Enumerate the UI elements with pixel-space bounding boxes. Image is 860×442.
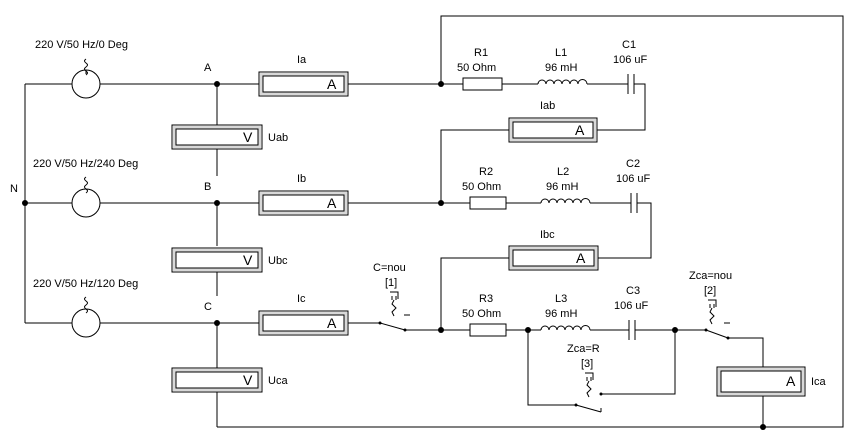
meter-label: Ubc bbox=[268, 255, 288, 267]
component-name: C1 bbox=[622, 39, 636, 51]
switch-zca-nou[interactable]: Zca=nou [2] bbox=[689, 270, 732, 340]
resistor-r1[interactable]: R1 50 Ohm bbox=[457, 47, 503, 91]
meter-unit: A bbox=[327, 76, 337, 92]
junction-l3-in bbox=[525, 327, 531, 333]
meter-unit: V bbox=[243, 252, 253, 268]
capacitor-c1[interactable]: C1 106 uF bbox=[613, 39, 648, 94]
junction-node-n bbox=[22, 200, 28, 206]
voltmeter-ubc[interactable]: V Ubc bbox=[171, 247, 288, 273]
meter-label: Uab bbox=[268, 132, 288, 144]
node-label-n: N bbox=[10, 183, 18, 195]
component-value: 50 Ohm bbox=[457, 62, 496, 74]
source-label-a: 220 V/50 Hz/0 Deg bbox=[35, 39, 128, 51]
source-label-c: 220 V/50 Hz/120 Deg bbox=[33, 278, 138, 290]
switch-zca-r[interactable]: Zca=R [3] bbox=[567, 343, 603, 413]
junction-ica-out bbox=[760, 424, 766, 430]
junction-node-b bbox=[214, 200, 220, 206]
ac-voltage-source-icon bbox=[71, 69, 101, 99]
component-name: L3 bbox=[555, 293, 567, 305]
component-value: 106 uF bbox=[614, 300, 649, 312]
meter-label: Ib bbox=[297, 173, 306, 185]
junction-c3-out bbox=[672, 327, 678, 333]
meter-unit: V bbox=[243, 372, 253, 388]
voltmeter-uca[interactable]: V Uca bbox=[171, 367, 288, 393]
voltage-source-b: 220 V/50 Hz/240 Deg bbox=[33, 158, 138, 218]
node-label-c: C bbox=[204, 301, 212, 313]
junction-dots bbox=[22, 81, 766, 430]
switch-key: [2] bbox=[704, 285, 716, 297]
component-value: 96 mH bbox=[545, 62, 577, 74]
switch-key: [3] bbox=[581, 358, 593, 370]
ammeter-ib[interactable]: Ib A bbox=[258, 173, 349, 216]
component-name: L2 bbox=[557, 166, 569, 178]
node-label-a: A bbox=[204, 62, 212, 74]
switch-key: [1] bbox=[385, 277, 397, 289]
switch-label: C=nou bbox=[373, 262, 406, 274]
source-label-b: 220 V/50 Hz/240 Deg bbox=[33, 158, 138, 170]
ammeter-ia[interactable]: Ia A bbox=[258, 54, 349, 97]
component-name: R2 bbox=[479, 166, 493, 178]
junction-ic-out bbox=[438, 327, 444, 333]
component-value: 96 mH bbox=[545, 308, 577, 320]
ammeter-ibc[interactable]: Ibc A bbox=[508, 229, 599, 271]
inductor-l1[interactable]: L1 96 mH bbox=[537, 47, 588, 85]
junction-ib-out bbox=[438, 200, 444, 206]
meter-label: Ibc bbox=[540, 229, 555, 241]
ac-voltage-source-icon bbox=[71, 308, 101, 338]
component-value: 50 Ohm bbox=[462, 181, 501, 193]
junction-ia-out bbox=[438, 81, 444, 87]
meter-label: Ia bbox=[297, 54, 307, 66]
meter-label: Uca bbox=[268, 375, 288, 387]
meter-unit: A bbox=[327, 315, 337, 331]
inductor-l3[interactable]: L3 96 mH bbox=[540, 293, 591, 331]
ammeter-ic[interactable]: Ic A bbox=[258, 293, 349, 336]
resistor-r2[interactable]: R2 50 Ohm bbox=[462, 166, 507, 210]
capacitor-c2[interactable]: C2 106 uF bbox=[616, 158, 651, 213]
switch-label: Zca=R bbox=[567, 343, 600, 355]
meter-unit: A bbox=[786, 373, 796, 389]
meter-label: Ica bbox=[811, 376, 827, 388]
switch-label: Zca=nou bbox=[689, 270, 732, 282]
ammeter-iab[interactable]: Iab A bbox=[508, 100, 598, 143]
component-value: 106 uF bbox=[613, 54, 648, 66]
switch-c-nou[interactable]: C=nou [1] bbox=[373, 262, 410, 332]
inductor-l2[interactable]: L2 96 mH bbox=[540, 166, 591, 204]
junction-node-c bbox=[214, 320, 220, 326]
component-name: R1 bbox=[474, 47, 488, 59]
junction-node-a bbox=[214, 81, 220, 87]
component-name: C2 bbox=[626, 158, 640, 170]
component-value: 96 mH bbox=[546, 181, 578, 193]
capacitor-c3[interactable]: C3 106 uF bbox=[614, 285, 649, 340]
meter-unit: V bbox=[243, 129, 253, 145]
component-value: 106 uF bbox=[616, 173, 651, 185]
meter-unit: A bbox=[327, 195, 337, 211]
voltage-source-a: 220 V/50 Hz/0 Deg bbox=[35, 39, 128, 99]
component-name: L1 bbox=[555, 47, 567, 59]
ammeter-ica[interactable]: A Ica bbox=[716, 366, 827, 397]
resistor-r3[interactable]: R3 50 Ohm bbox=[462, 293, 507, 337]
ac-voltage-source-icon bbox=[71, 188, 101, 218]
voltmeter-uab[interactable]: V Uab bbox=[171, 124, 288, 150]
meter-unit: A bbox=[575, 122, 585, 138]
meter-label: Ic bbox=[297, 293, 306, 305]
wires bbox=[24, 15, 844, 428]
component-value: 50 Ohm bbox=[462, 308, 501, 320]
node-label-b: B bbox=[204, 181, 211, 193]
meter-label: Iab bbox=[540, 100, 555, 112]
meter-unit: A bbox=[576, 250, 586, 266]
voltage-source-c: 220 V/50 Hz/120 Deg bbox=[33, 278, 138, 338]
component-name: R3 bbox=[479, 293, 493, 305]
component-name: C3 bbox=[626, 285, 640, 297]
